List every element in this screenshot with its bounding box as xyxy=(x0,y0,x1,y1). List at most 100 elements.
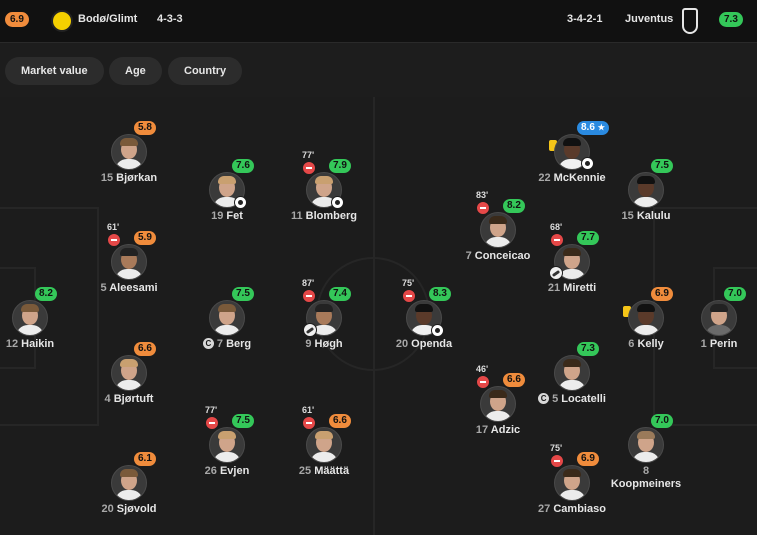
juventus-logo-icon xyxy=(682,8,698,34)
player-rating: 7.3 xyxy=(577,342,599,356)
player-sjovold[interactable]: 6.1 20 Sjøvold xyxy=(74,452,184,522)
home-team-rating: 6.9 xyxy=(5,12,29,27)
player-avatar xyxy=(209,172,245,208)
player-kalulu[interactable]: 7.5 15 Kalulu xyxy=(591,159,701,229)
player-name: 15 Kalulu xyxy=(621,210,671,222)
player-name: 12 Haikin xyxy=(5,338,55,350)
substitution-icon xyxy=(302,289,316,303)
player-rating: 7.0 xyxy=(651,414,673,428)
home-formation: 4-3-3 xyxy=(157,13,183,25)
player-bjorkan[interactable]: 5.8 15 Bjørkan xyxy=(74,121,184,191)
player-rating: 5.8 xyxy=(134,121,156,135)
player-name: 9 Høgh xyxy=(305,338,343,350)
substitution-time: 77' xyxy=(302,150,315,160)
country-filter-button[interactable]: Country xyxy=(168,57,243,85)
player-avatar xyxy=(306,427,342,463)
substitution-time: 61' xyxy=(302,405,315,415)
player-avatar xyxy=(554,465,590,501)
player-rating: 8.2 xyxy=(503,199,525,213)
player-perin[interactable]: 7.0 1 Perin xyxy=(664,287,757,357)
player-avatar xyxy=(111,465,147,501)
goal-ball-icon xyxy=(331,196,344,209)
player-name: 21 Miretti xyxy=(547,282,597,294)
player-maatta[interactable]: 61' 6.6 25 Määttä xyxy=(269,405,379,484)
player-rating: 5.9 xyxy=(134,231,156,245)
player-cambiaso[interactable]: 75' 6.9 27 Cambiaso xyxy=(517,443,627,522)
player-name: 5 Aleesami xyxy=(100,282,158,294)
substitution-time: 46' xyxy=(476,364,489,374)
player-haikin[interactable]: 8.2 12 Haikin xyxy=(0,287,85,357)
player-rating: 7.4 xyxy=(329,287,351,301)
goal-ball-icon xyxy=(431,324,444,337)
assist-boot-icon xyxy=(303,323,317,337)
player-avatar xyxy=(111,355,147,391)
home-penalty-area xyxy=(0,207,99,426)
player-name: 27 Cambiaso xyxy=(538,503,606,515)
away-team-name[interactable]: Juventus xyxy=(625,13,674,25)
home-team-name[interactable]: Bodø/Glimt xyxy=(78,13,138,25)
player-rating: 8.3 xyxy=(429,287,451,301)
substitution-icon xyxy=(550,233,564,247)
player-avatar xyxy=(628,172,664,208)
player-rating: 7.5 xyxy=(232,414,254,428)
market-value-filter-button[interactable]: Market value xyxy=(5,57,104,85)
substitution-icon xyxy=(302,161,316,175)
substitution-icon xyxy=(476,375,490,389)
player-mckennie[interactable]: 8.6 ★ 22 McKennie xyxy=(517,121,627,191)
player-fet[interactable]: 7.6 19 Fet xyxy=(172,159,282,229)
player-name: 4 Bjørtuft xyxy=(104,393,154,405)
player-adzic[interactable]: 46' 6.6 17 Adzic xyxy=(443,364,553,443)
player-rating: 8.6 ★ xyxy=(577,121,609,135)
age-filter-button[interactable]: Age xyxy=(109,57,162,85)
substitution-time: 68' xyxy=(550,222,563,232)
player-avatar xyxy=(12,300,48,336)
player-name: 11 Blomberg xyxy=(290,210,358,222)
goal-ball-icon xyxy=(234,196,247,209)
player-avatar xyxy=(628,427,664,463)
player-avatar xyxy=(480,386,516,422)
player-rating: 8.2 xyxy=(35,287,57,301)
player-name: 15 Bjørkan xyxy=(100,172,158,184)
player-rating: 7.5 xyxy=(232,287,254,301)
player-rating: 6.6 xyxy=(134,342,156,356)
player-aleesami[interactable]: 61' 5.9 5 Aleesami xyxy=(74,222,184,301)
substitution-time: 77' xyxy=(205,405,218,415)
player-avatar xyxy=(554,355,590,391)
player-name: 17 Adzic xyxy=(475,424,521,436)
player-conceicao[interactable]: 83' 8.2 7 Conceicao xyxy=(443,190,553,269)
player-openda[interactable]: 75' 8.3 20 Openda xyxy=(369,278,479,357)
player-kelly[interactable]: 6.9 6 Kelly xyxy=(591,287,701,357)
away-formation: 3-4-2-1 xyxy=(567,13,603,25)
bodo-glimt-logo-icon xyxy=(51,10,73,32)
player-name: 7 Conceicao xyxy=(465,250,531,262)
player-evjen[interactable]: 77' 7.5 26 Evjen xyxy=(172,405,282,484)
player-rating: 7.6 xyxy=(232,159,254,173)
player-name: 19 Fet xyxy=(211,210,243,222)
substitution-icon xyxy=(402,289,416,303)
yellow-card-icon xyxy=(623,306,631,317)
substitution-time: 83' xyxy=(476,190,489,200)
captain-icon: C xyxy=(202,338,214,349)
player-bjortuft[interactable]: 6.6 4 Bjørtuft xyxy=(74,342,184,412)
player-avatar xyxy=(209,427,245,463)
player-name: 26 Evjen xyxy=(204,465,250,477)
player-name: 20 Openda xyxy=(395,338,453,350)
player-miretti[interactable]: 68' 7.7 21 Miretti xyxy=(517,222,627,301)
player-name: 20 Sjøvold xyxy=(101,503,157,515)
substitution-icon xyxy=(476,201,490,215)
match-header: 6.9 Bodø/Glimt 4-3-3 3-4-2-1 Juventus 7.… xyxy=(0,0,757,43)
player-avatar xyxy=(701,300,737,336)
star-icon: ★ xyxy=(597,123,605,132)
player-name: 6 Kelly xyxy=(628,338,664,350)
substitution-icon xyxy=(550,454,564,468)
player-name: 1 Perin xyxy=(700,338,738,350)
player-blomberg[interactable]: 77' 7.9 11 Blomberg xyxy=(269,150,379,229)
substitution-time: 61' xyxy=(107,222,120,232)
substitution-icon xyxy=(205,416,219,430)
player-rating: 6.1 xyxy=(134,452,156,466)
player-hogh[interactable]: 87' 7.4 9 Høgh xyxy=(269,278,379,357)
